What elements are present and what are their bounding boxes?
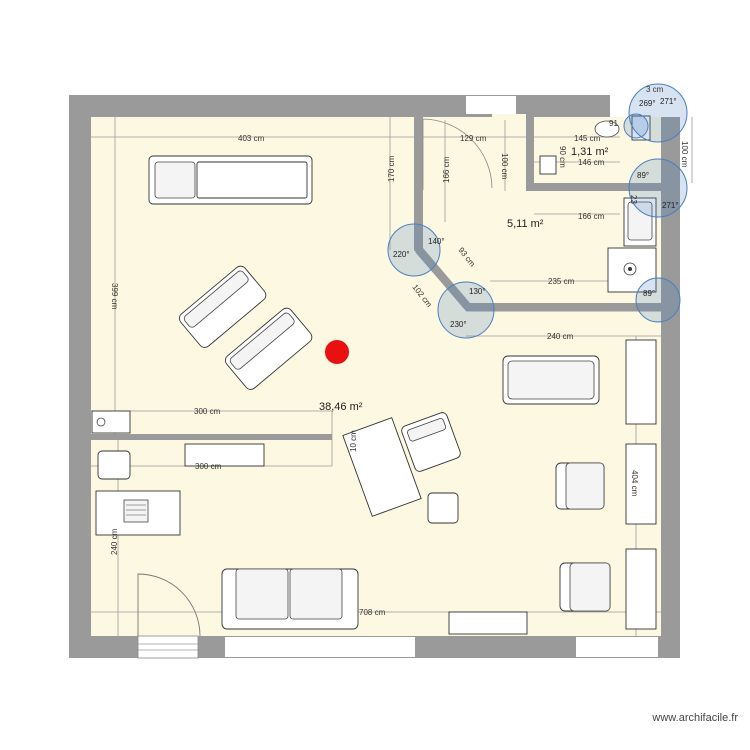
angle-130: 130°: [469, 287, 486, 296]
dim-10: 10 cm: [349, 430, 358, 452]
window-bottom-left: [137, 635, 199, 659]
dim-3: 3 cm: [646, 85, 664, 94]
dim-90: 90 cm: [558, 146, 567, 168]
angle-labels: 269° 271° 89° 271° 140° 220° 130° 230° 8…: [393, 97, 679, 329]
door-swing-bottom: [137, 573, 201, 637]
dim-240-corridor: 240 cm: [547, 332, 574, 341]
angle-230: 230°: [450, 320, 467, 329]
angle-markers: [387, 83, 688, 339]
dim-23: 23: [629, 195, 638, 204]
main-room-area-label: 38,46 m²: [319, 401, 363, 413]
angle-140: 140°: [428, 237, 445, 246]
dim-403: 403 cm: [238, 134, 265, 143]
dim-300-a: 300 cm: [194, 407, 221, 416]
angle-89-bottom: 89°: [643, 289, 655, 298]
furniture: [91, 115, 657, 635]
dim-146: 146 cm: [578, 158, 605, 167]
angle-271-top: 271°: [660, 97, 677, 106]
top-right-notch: [610, 95, 680, 117]
dim-100: 100 cm: [500, 153, 509, 180]
dim-170: 170 cm: [387, 155, 396, 182]
window-bottom-mid: [225, 637, 415, 657]
dim-404: 404 cm: [630, 470, 639, 497]
dim-708: 708 cm: [359, 608, 386, 617]
credit-label: www.archifacile.fr: [652, 712, 738, 724]
dim-166-vertical: 166 cm: [442, 156, 451, 183]
door-swing-top: [422, 118, 493, 190]
dim-145: 145 cm: [574, 134, 601, 143]
partition-wall-diagonal: [415, 247, 663, 312]
dim-240-left: 240 cm: [110, 528, 119, 555]
middle-room-floor: [423, 117, 661, 303]
red-marker[interactable]: [325, 340, 349, 364]
window-bottom-right: [576, 637, 658, 657]
wc-room-area-label: 1,31 m²: [571, 146, 609, 158]
window-top-mid: [466, 96, 516, 114]
middle-room-area-label: 5,11 m²: [507, 218, 544, 230]
angle-271-mid: 271°: [662, 201, 679, 210]
dim-91: 91: [609, 119, 618, 128]
angle-269: 269°: [639, 99, 656, 108]
main-room-floor: [91, 117, 661, 636]
dim-100-right: 100 cm: [680, 141, 689, 168]
dim-300-b: 300 cm: [195, 462, 222, 471]
angle-220: 220°: [393, 250, 410, 259]
dimension-labels: 403 cm 129 cm 145 cm 146 cm 166 cm 235 c…: [110, 85, 689, 617]
dim-129: 129 cm: [460, 134, 487, 143]
dim-166: 166 cm: [578, 212, 605, 221]
door-opening-top: [492, 114, 526, 120]
angle-89-top: 89°: [637, 171, 649, 180]
dim-235: 235 cm: [548, 277, 575, 286]
dim-399: 399 cm: [110, 283, 119, 310]
